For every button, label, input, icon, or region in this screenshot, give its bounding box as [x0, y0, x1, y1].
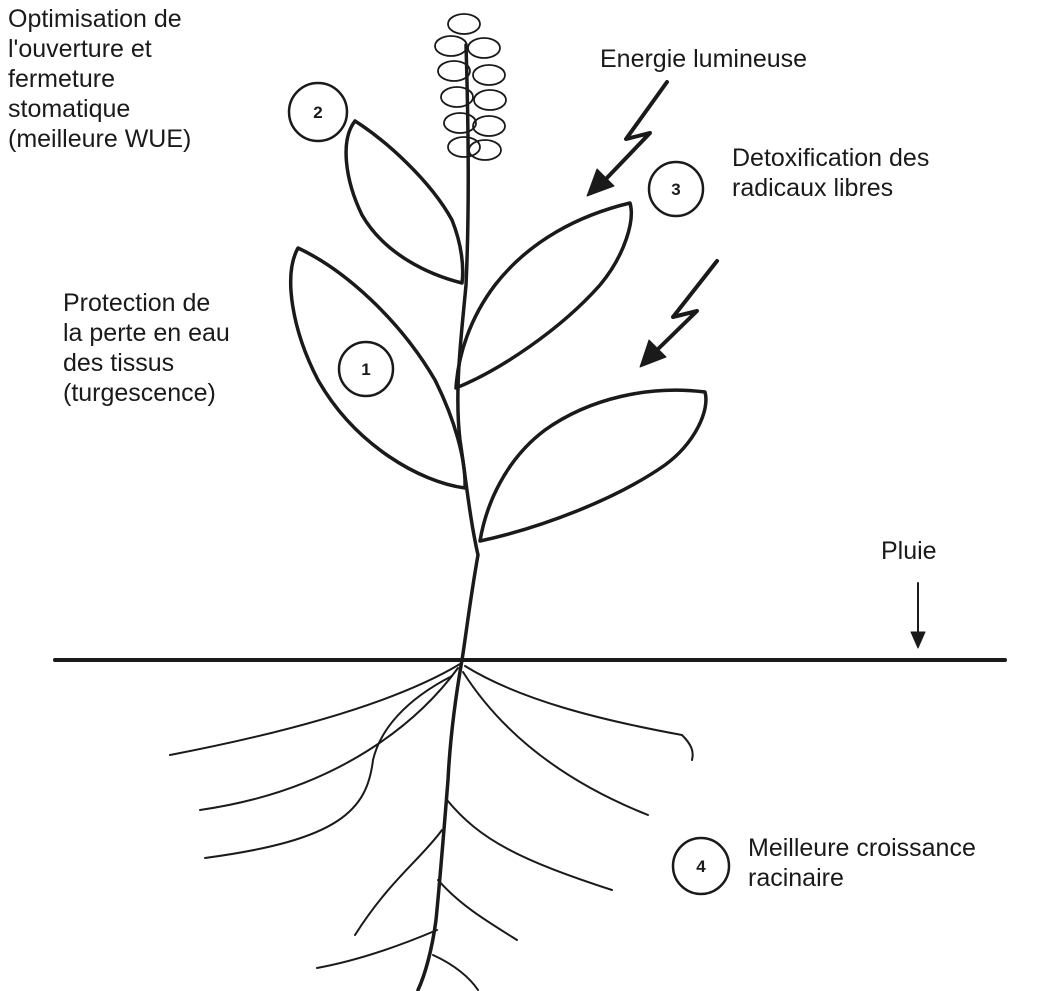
label-line: des tissus	[63, 348, 230, 378]
label-line: (turgescence)	[63, 378, 230, 408]
root-system	[170, 660, 693, 990]
lightning-bolt-lower	[655, 261, 717, 352]
badge-3-number: 3	[671, 180, 680, 199]
leaf-upper-left	[346, 121, 463, 283]
label-rain: Pluie	[881, 536, 937, 566]
label-line: Pluie	[881, 536, 937, 566]
label-line: (meilleure WUE)	[8, 124, 191, 154]
badge-1-number: 1	[361, 360, 370, 379]
badge-3: 3	[649, 162, 703, 216]
badge-1: 1	[339, 342, 393, 396]
label-water-loss-protection: Protection de la perte en eau des tissus…	[63, 288, 230, 408]
leaf-upper-right	[456, 203, 631, 388]
rain-arrowhead	[911, 632, 925, 648]
leaf-lower-right	[480, 390, 706, 541]
label-root-growth: Meilleure croissance racinaire	[748, 833, 976, 893]
label-line: Detoxification des	[732, 143, 929, 173]
label-line: stomatique	[8, 94, 191, 124]
label-line: fermeture	[8, 64, 191, 94]
label-light-energy: Energie lumineuse	[600, 44, 807, 74]
label-line: la perte en eau	[63, 318, 230, 348]
flower-spike	[435, 14, 506, 160]
lightning-bolt-upper	[604, 82, 667, 181]
label-free-radical-detox: Detoxification des radicaux libres	[732, 143, 929, 203]
badge-2-number: 2	[313, 103, 322, 122]
label-line: Meilleure croissance	[748, 833, 976, 863]
label-stomata-optimisation: Optimisation de l'ouverture et fermeture…	[8, 4, 191, 154]
label-line: Protection de	[63, 288, 230, 318]
badge-4-number: 4	[696, 857, 706, 876]
label-line: racinaire	[748, 863, 976, 893]
label-line: l'ouverture et	[8, 34, 191, 64]
badge-4: 4	[673, 838, 729, 894]
badge-2: 2	[289, 83, 347, 141]
label-line: Optimisation de	[8, 4, 191, 34]
label-line: Energie lumineuse	[600, 44, 807, 74]
label-line: radicaux libres	[732, 173, 929, 203]
